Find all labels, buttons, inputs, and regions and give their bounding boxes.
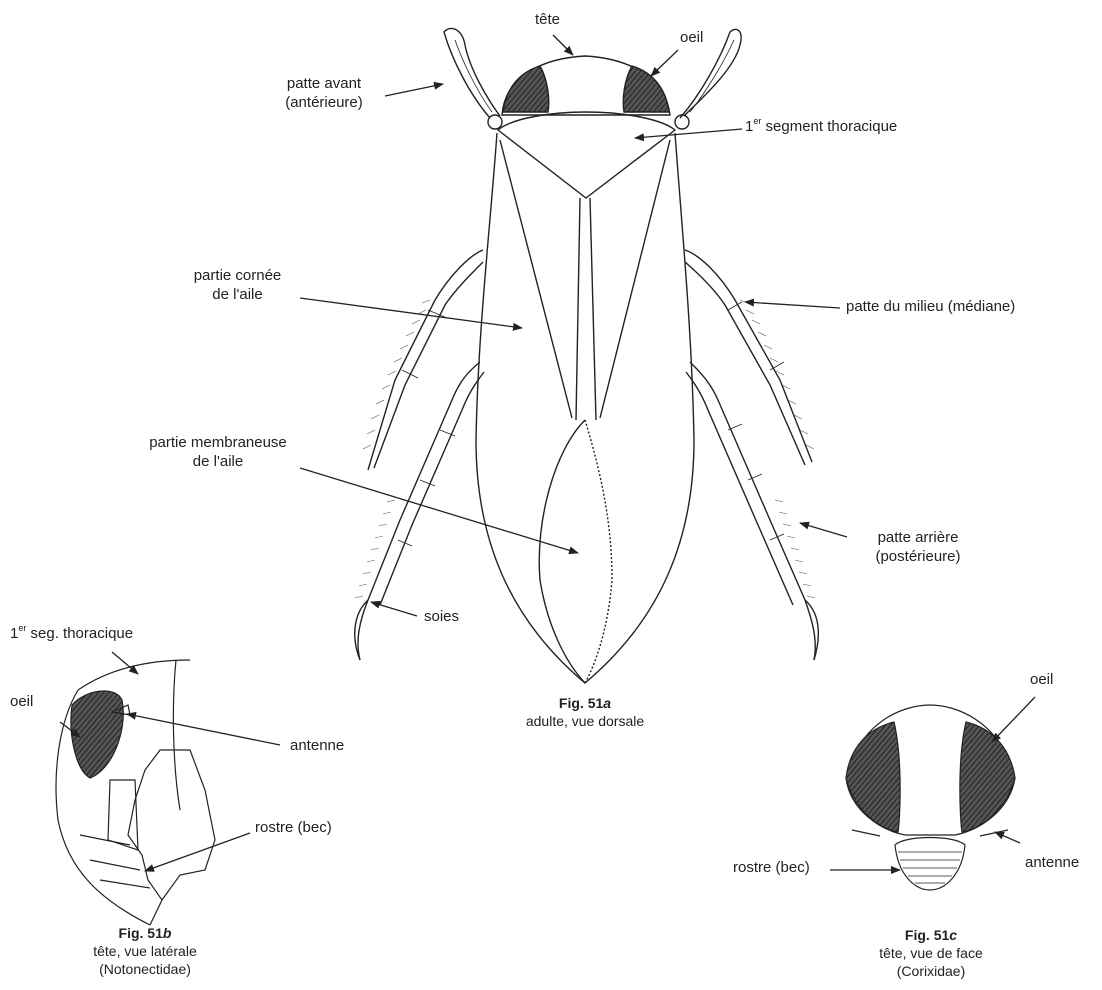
arrow-patte-arriere: [800, 523, 847, 537]
head-lateral-drawing: [56, 660, 215, 925]
caption-fig-51a-prefix: Fig. 51: [559, 695, 603, 711]
label-partie-membraneuse-line2: de l'aile: [138, 452, 298, 471]
label-partie-membraneuse-line1: partie membraneuse: [138, 433, 298, 452]
middle-leg-left: [368, 250, 483, 470]
membrane-right: [585, 420, 612, 683]
eye-front-right: [960, 722, 1015, 832]
rostrum-front: [895, 838, 965, 891]
label-oeil-b: oeil: [10, 692, 33, 711]
label-patte-milieu: patte du milieu (médiane): [846, 297, 1015, 316]
caption-fig-51c-line2: (Corixidae): [846, 962, 1016, 980]
body-outline: [476, 133, 694, 683]
arrow-partie-membraneuse: [300, 468, 578, 553]
label-oeil-top: oeil: [680, 28, 703, 47]
caption-fig-51c-line1: tête, vue de face: [846, 944, 1016, 962]
label-seg-thoracique-b-text: seg. thoracique: [26, 625, 133, 642]
label-partie-cornee: partie cornée de l'aile: [175, 266, 300, 304]
eye-lateral: [71, 691, 123, 778]
label-tete: tête: [535, 10, 560, 29]
arrow-rostre-b: [145, 833, 250, 871]
head-frontal-drawing: [846, 705, 1015, 890]
label-partie-cornee-line1: partie cornée: [175, 266, 300, 285]
caption-fig-51c-prefix: Fig. 51: [905, 927, 949, 943]
label-patte-avant: patte avant (antérieure): [264, 74, 384, 112]
arrow-patte-milieu: [745, 302, 840, 308]
label-soies: soies: [424, 607, 459, 626]
caption-fig-51a-letter: a: [603, 695, 611, 711]
caption-fig-51b-prefix: Fig. 51: [119, 925, 163, 941]
caption-fig-51a-title: Fig. 51a: [500, 694, 670, 712]
caption-fig-51b-letter: b: [163, 925, 172, 941]
arrow-antenne-c: [995, 832, 1020, 843]
arrow-oeil: [651, 50, 678, 76]
caption-fig-51b-line2: (Notonectidae): [60, 960, 230, 978]
front-leg-left: [444, 28, 500, 118]
caption-fig-51b-line1: tête, vue latérale: [60, 942, 230, 960]
caption-fig-51b: Fig. 51b tête, vue latérale (Notonectida…: [60, 924, 230, 978]
caption-fig-51c-letter: c: [949, 927, 957, 943]
label-segment-thoracique-text: segment thoracique: [761, 118, 897, 135]
arrow-tete: [553, 35, 573, 55]
middle-leg-right: [685, 250, 812, 465]
label-antenne-b: antenne: [290, 736, 344, 755]
arrow-partie-cornee: [300, 298, 522, 328]
arrow-patte-avant: [385, 84, 443, 96]
leg-hairs: [355, 300, 815, 598]
label-partie-cornee-line2: de l'aile: [175, 285, 300, 304]
label-patte-arriere-line1: patte arrière: [848, 528, 988, 547]
hind-leg-left: [358, 362, 484, 660]
label-partie-membraneuse: partie membraneuse de l'aile: [138, 433, 298, 471]
label-rostre-b: rostre (bec): [255, 818, 332, 837]
pronotum: [498, 112, 675, 198]
arrow-segment-thoracique: [635, 129, 742, 138]
label-rostre-c: rostre (bec): [733, 858, 810, 877]
label-segment-thoracique: 1er segment thoracique: [745, 117, 897, 136]
arrow-soies: [371, 602, 417, 616]
caption-fig-51a: Fig. 51a adulte, vue dorsale: [500, 694, 670, 730]
caption-fig-51c-title: Fig. 51c: [846, 926, 1016, 944]
hind-leg-right: [686, 362, 815, 660]
arrow-antenne-b: [127, 714, 280, 745]
caption-fig-51a-line1: adulte, vue dorsale: [500, 712, 670, 730]
label-patte-arriere: patte arrière (postérieure): [848, 528, 988, 566]
label-patte-arriere-line2: (postérieure): [848, 547, 988, 566]
arrow-oeil-c: [992, 697, 1035, 742]
eye-right: [623, 66, 669, 112]
label-patte-avant-line1: patte avant: [264, 74, 384, 93]
label-oeil-c: oeil: [1030, 670, 1053, 689]
caption-fig-51b-title: Fig. 51b: [60, 924, 230, 942]
label-antenne-c: antenne: [1025, 853, 1079, 872]
eye-left: [503, 66, 549, 112]
eye-front-left: [846, 722, 900, 832]
label-patte-avant-line2: (antérieure): [264, 93, 384, 112]
caption-fig-51c: Fig. 51c tête, vue de face (Corixidae): [846, 926, 1016, 980]
label-seg-thoracique-b: 1er seg. thoracique: [10, 624, 133, 643]
